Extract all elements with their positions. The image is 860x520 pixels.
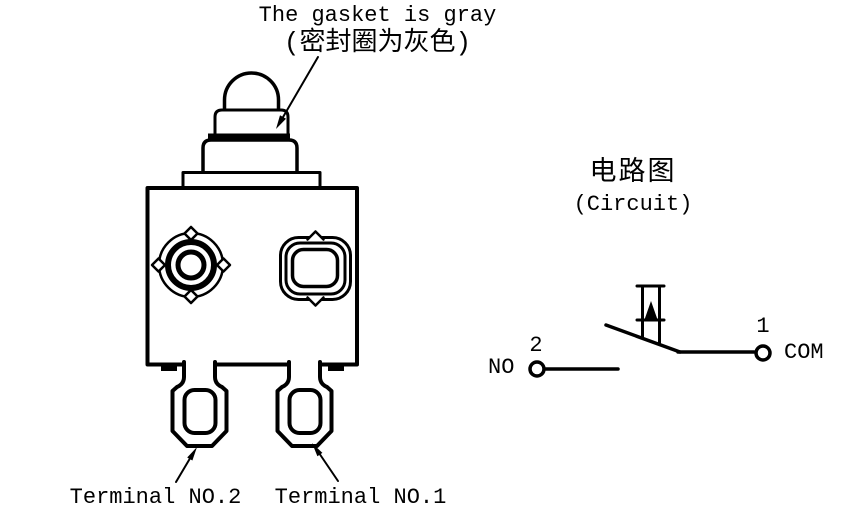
terminal-2 — [170, 360, 229, 448]
left-mount-boss — [150, 225, 232, 305]
plunger-actuator-symbol — [635, 284, 666, 345]
com-pin-number: 1 — [756, 314, 770, 339]
return-arrow — [644, 301, 658, 321]
gasket-callout-arrow — [276, 56, 319, 129]
terminal-1-label: Terminal NO.1 — [274, 485, 447, 510]
no-pin-number: 2 — [529, 333, 543, 358]
terminal-1 — [275, 360, 334, 448]
circuit-title-zh: 电路图 — [589, 159, 677, 189]
plunger-dome — [222, 71, 281, 113]
circuit-title-en: (Circuit) — [573, 192, 693, 217]
gasket-thick-edge — [208, 133, 290, 140]
body-foot-left — [161, 364, 177, 371]
com-terminal-node — [754, 344, 772, 362]
gasket-note-en: The gasket is gray — [258, 3, 497, 28]
collar-band — [201, 138, 299, 174]
flange-step — [181, 171, 322, 190]
no-terminal-node — [528, 360, 546, 378]
terminal-2-callout-arrow — [175, 447, 197, 483]
terminal-2-hole — [182, 388, 218, 435]
no-terminal-label: NO — [488, 355, 515, 380]
terminal-1-hole — [287, 388, 323, 435]
switch-front-view — [145, 56, 359, 483]
right-mount-boss — [279, 230, 352, 307]
terminal-1-callout-arrow — [312, 443, 339, 482]
gasket-band — [213, 108, 290, 138]
body-foot-right — [328, 364, 344, 371]
com-terminal-label: COM — [784, 340, 824, 365]
gasket-note-zh: (密封圈为灰色) — [283, 28, 472, 58]
circuit-symbol — [528, 284, 772, 378]
terminal-2-label: Terminal NO.2 — [69, 485, 242, 510]
